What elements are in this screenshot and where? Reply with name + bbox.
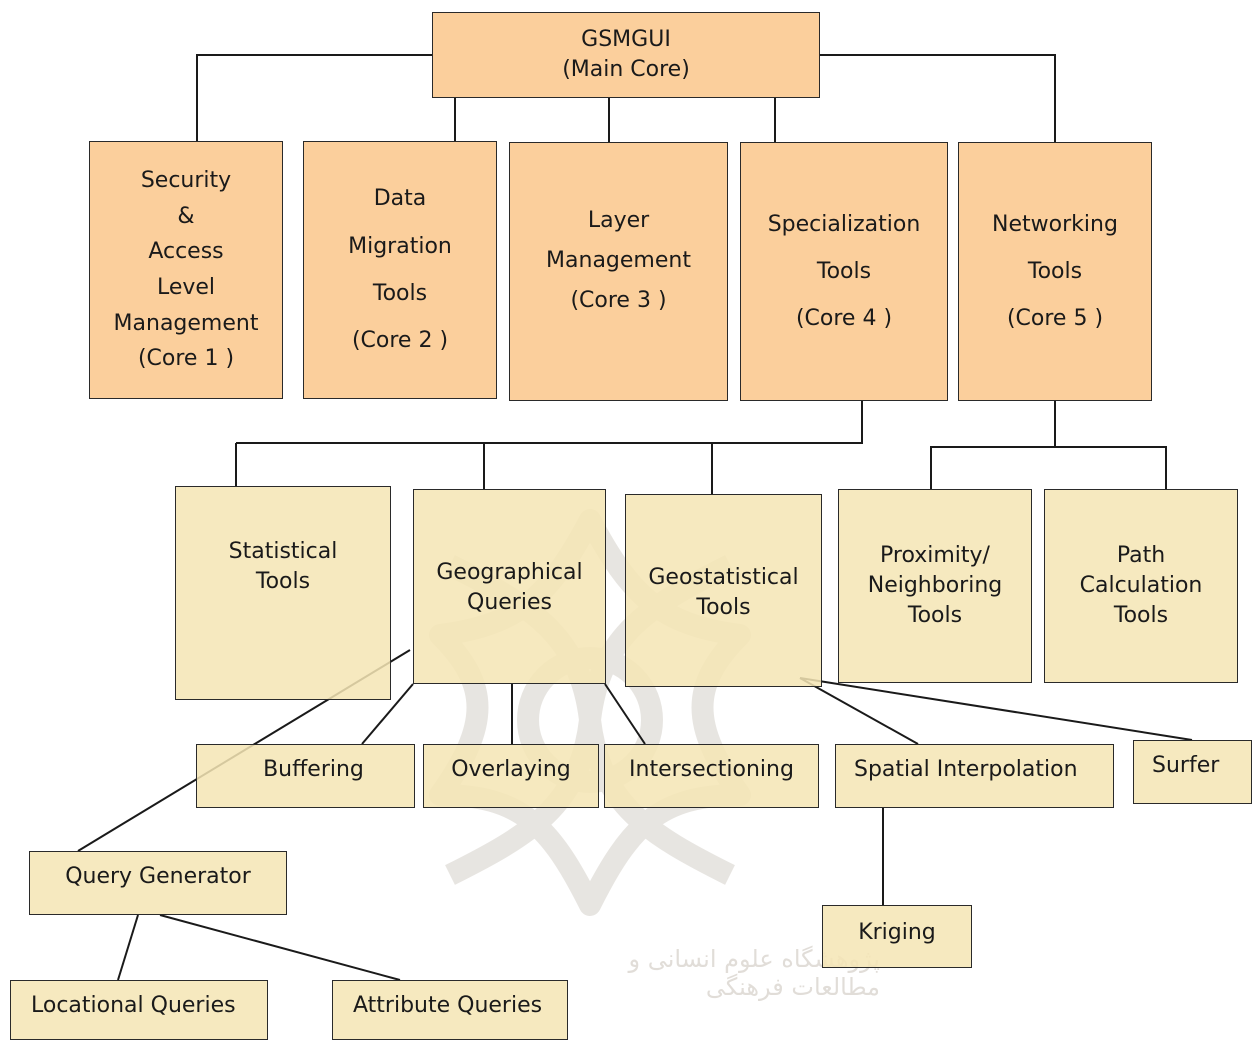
geographical-queries-label: Geographical Queries — [436, 560, 583, 615]
core3-label: Layer Management (Core 3 ) — [546, 208, 691, 314]
edge-geo-buffering — [361, 683, 414, 745]
core3-node[interactable]: Layer Management (Core 3 ) — [509, 142, 728, 401]
query-generator-node[interactable]: Query Generator — [29, 851, 287, 915]
path-calculation-tools-label: Path Calculation Tools — [1079, 543, 1203, 628]
intersectioning-label: Intersectioning — [629, 757, 794, 782]
core4-node[interactable]: Specialization Tools (Core 4 ) — [740, 142, 948, 401]
kriging-node[interactable]: Kriging — [822, 905, 972, 968]
locational-queries-label: Locational Queries — [31, 993, 236, 1018]
geographical-queries-node[interactable]: Geographical Queries — [413, 489, 606, 684]
core4-label: Specialization Tools (Core 4 ) — [767, 211, 921, 332]
proximity-tools-node[interactable]: Proximity/ Neighboring Tools — [838, 489, 1032, 683]
edge-geostat-surfer — [799, 677, 1193, 741]
attribute-queries-label: Attribute Queries — [353, 993, 543, 1018]
core1-node[interactable]: Security & Access Level Management (Core… — [89, 141, 283, 399]
edge-bus-path — [1055, 446, 1167, 490]
edge-core5-bus — [930, 400, 1056, 490]
core1-label: Security & Access Level Management (Core… — [113, 168, 259, 372]
spatial-interpolation-label: Spatial Interpolation — [854, 757, 1078, 782]
buffering-node[interactable]: Buffering — [196, 744, 415, 808]
core2-node[interactable]: Data Migration Tools (Core 2 ) — [303, 141, 497, 399]
statistical-tools-label: Statistical Tools — [228, 539, 338, 594]
statistical-tools-node[interactable]: Statistical Tools — [175, 486, 391, 700]
core5-label: Networking Tools (Core 5 ) — [992, 211, 1118, 332]
locational-queries-node[interactable]: Locational Queries — [10, 980, 268, 1040]
edge-root-core1 — [196, 54, 432, 141]
main-core-label: GSMGUI (Main Core) — [562, 27, 690, 82]
edge-core4-bus — [236, 400, 863, 444]
attribute-queries-node[interactable]: Attribute Queries — [332, 980, 568, 1040]
core2-label: Data Migration Tools (Core 2 ) — [348, 186, 452, 354]
kriging-label: Kriging — [858, 920, 936, 945]
overlaying-label: Overlaying — [451, 757, 571, 782]
edge-geostat-spatial — [799, 677, 919, 745]
edge-querygen-attribute — [159, 914, 401, 981]
geostatistical-tools-node[interactable]: Geostatistical Tools — [625, 494, 822, 687]
edge-geo-intersectioning — [604, 683, 646, 745]
intersectioning-node[interactable]: Intersectioning — [604, 744, 819, 808]
core5-node[interactable]: Networking Tools (Core 5 ) — [958, 142, 1152, 401]
path-calculation-tools-node[interactable]: Path Calculation Tools — [1044, 489, 1238, 683]
surfer-node[interactable]: Surfer — [1133, 740, 1252, 804]
geostatistical-tools-label: Geostatistical Tools — [648, 565, 799, 620]
edge-querygen-locational — [117, 914, 139, 981]
main-core-node[interactable]: GSMGUI (Main Core) — [432, 12, 820, 98]
surfer-label: Surfer — [1152, 753, 1220, 778]
edge-root-core5 — [819, 54, 1056, 142]
proximity-tools-label: Proximity/ Neighboring Tools — [867, 543, 1003, 628]
overlaying-node[interactable]: Overlaying — [423, 744, 599, 808]
spatial-interpolation-node[interactable]: Spatial Interpolation — [835, 744, 1114, 808]
buffering-label: Buffering — [263, 757, 364, 782]
query-generator-label: Query Generator — [65, 864, 251, 889]
